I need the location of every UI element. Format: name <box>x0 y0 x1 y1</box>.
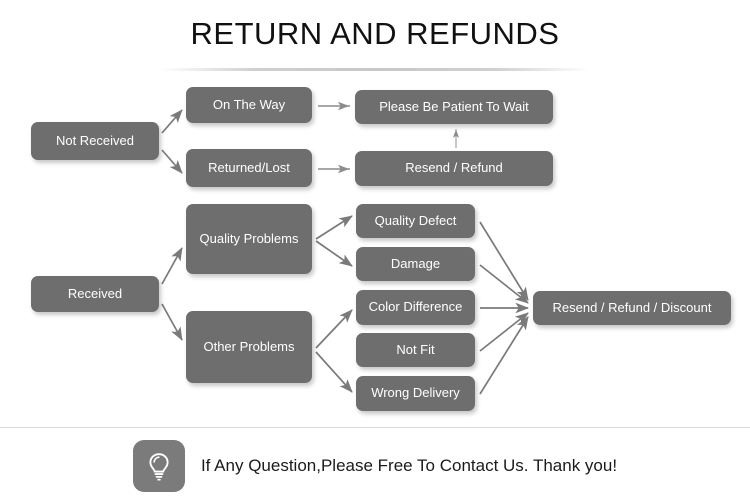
edge-received-to-other-problems <box>161 303 183 341</box>
page-title: RETURN AND REFUNDS <box>190 16 560 51</box>
node-quality-defect[interactable]: Quality Defect <box>356 204 475 238</box>
footer-contact-bar: If Any Question,Please Free To Contact U… <box>0 436 750 496</box>
footer-message: If Any Question,Please Free To Contact U… <box>200 456 618 475</box>
node-wrong-delivery[interactable]: Wrong Delivery <box>356 376 475 411</box>
node-quality-problems[interactable]: Quality Problems <box>186 204 312 274</box>
node-returned-lost[interactable]: Returned/Lost <box>186 149 312 187</box>
node-on-the-way[interactable]: On The Way <box>186 87 312 123</box>
edge-not-received-to-on-the-way <box>161 109 183 134</box>
node-not-received[interactable]: Not Received <box>31 122 159 160</box>
edge-received-to-quality-problems <box>161 247 183 285</box>
node-please-be-patient-to-wait[interactable]: Please Be Patient To Wait <box>355 90 553 124</box>
lightbulb-icon <box>132 440 185 492</box>
edge-other-problems-to-wrong-delivery <box>315 351 353 393</box>
node-received[interactable]: Received <box>31 276 159 312</box>
node-damage[interactable]: Damage <box>356 247 475 281</box>
node-color-difference[interactable]: Color Difference <box>356 290 475 325</box>
edge-not-received-to-returned-lost <box>161 149 183 174</box>
node-resend-refund-discount[interactable]: Resend / Refund / Discount <box>533 291 731 325</box>
title-divider <box>160 68 590 71</box>
edge-damage-to-final <box>479 264 529 304</box>
edge-quality-problems-to-quality-defect <box>315 215 353 240</box>
node-other-problems[interactable]: Other Problems <box>186 311 312 383</box>
edge-other-problems-to-color-difference <box>315 309 353 349</box>
edge-not-fit-to-final <box>479 312 529 352</box>
node-resend-refund[interactable]: Resend / Refund <box>355 151 553 186</box>
edge-wrong-delivery-to-final <box>479 316 529 395</box>
edge-quality-defect-to-final <box>479 221 529 301</box>
edge-quality-problems-to-damage <box>315 240 353 267</box>
footer-divider <box>0 427 750 428</box>
node-not-fit[interactable]: Not Fit <box>356 333 475 367</box>
